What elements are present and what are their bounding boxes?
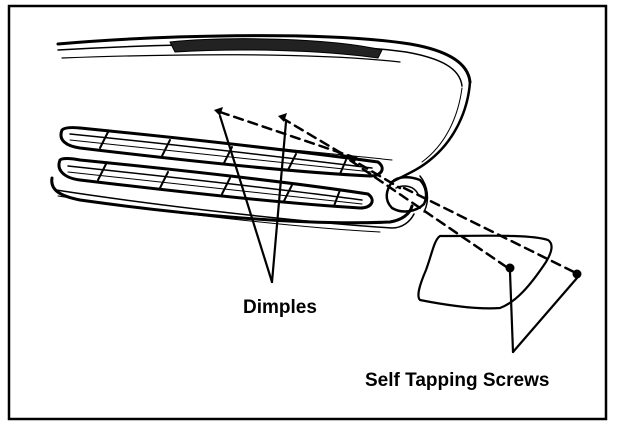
screw-right-icon: [572, 269, 582, 279]
dimples-leaders: [218, 114, 288, 284]
bumper-lower-lip: [50, 176, 415, 233]
dimple-markers: [214, 107, 287, 122]
dimple-left-icon: [214, 107, 223, 116]
screw-left-icon: [505, 263, 515, 273]
grille-bar-upper: [59, 126, 384, 178]
screw-markers: [505, 263, 582, 279]
screws-label: Self Tapping Screws: [365, 370, 549, 391]
dimples-label: Dimples: [243, 297, 317, 318]
bumper-upper-body: [56, 34, 472, 184]
grille-bar-lower: [57, 157, 374, 210]
dimple-guide-lines: [218, 110, 580, 276]
diagram-border: [7, 4, 608, 421]
mounting-bracket: [417, 234, 553, 310]
screws-leaders: [508, 270, 579, 354]
dimple-right-icon: [278, 113, 287, 122]
